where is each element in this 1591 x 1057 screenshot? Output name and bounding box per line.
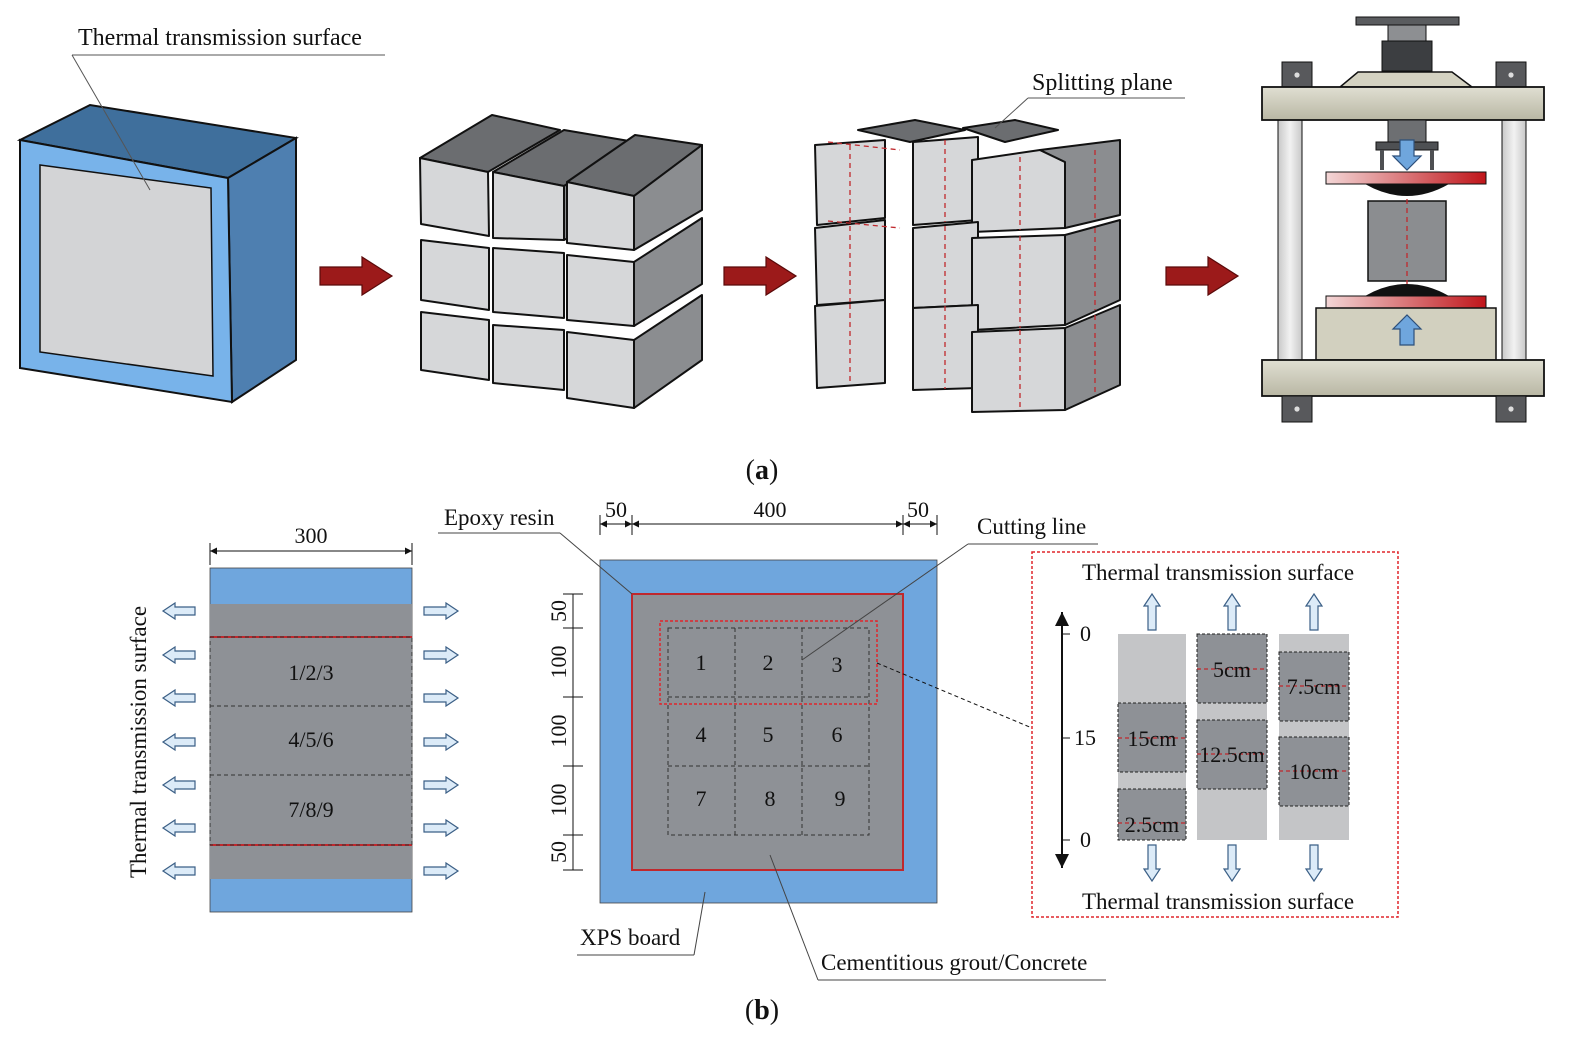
plan-view: 50 400 50 50 100 100 100 50 (438, 497, 1106, 981)
section-view: 300 1/2/3 4/5/6 7/8/9 Thermal transmissi… (126, 523, 460, 913)
process-arrow-3 (1165, 255, 1240, 297)
cell-1: 1 (696, 650, 707, 675)
plan-callouts (438, 532, 1106, 981)
caption-b: (b) (745, 995, 779, 1026)
specimen-grid (667, 627, 870, 836)
c2-label-1: 5cm (1213, 657, 1251, 682)
splitting-plane-callout: Splitting plane (994, 70, 1185, 129)
dim-top-1: 50 (605, 497, 627, 522)
cut-prisms-group (419, 114, 703, 409)
dim-top-2: 400 (754, 497, 787, 522)
concrete-core (631, 593, 904, 871)
caption-a: (a) (746, 455, 779, 486)
section-group-1: 1/2/3 (288, 660, 333, 685)
c1-label-1: 15cm (1128, 726, 1177, 751)
detail-top-label: Thermal transmission surface (1082, 560, 1354, 585)
c3-label-2: 10cm (1290, 759, 1339, 784)
grout-label: Cementitious grout/Concrete (821, 950, 1087, 975)
heat-flow-arrows-right (423, 601, 460, 881)
c3-label-1: 7.5cm (1287, 674, 1341, 699)
heat-flow-arrows-left (161, 601, 196, 881)
process-arrow-1 (319, 255, 394, 297)
dim-left-3: 100 (546, 715, 571, 748)
section-group-3: 7/8/9 (288, 797, 333, 822)
insulated-specimen (16, 103, 299, 404)
section-side-label: Thermal transmission surface (126, 606, 151, 878)
dim-left-4: 100 (546, 784, 571, 817)
axis-top: 0 (1080, 621, 1091, 646)
section-width-dim: 300 (295, 523, 328, 548)
detail-specimens (1117, 633, 1350, 841)
cell-8: 8 (765, 786, 776, 811)
cell-2: 2 (763, 650, 774, 675)
panel-b: 300 1/2/3 4/5/6 7/8/9 Thermal transmissi… (126, 497, 1399, 1026)
detail-split-lines (1118, 668, 1349, 824)
panel-a: Thermal transmission surface (16, 16, 1545, 486)
dim-top-3: 50 (907, 497, 929, 522)
epoxy-label: Epoxy resin (444, 505, 555, 530)
detail-heat-arrows (1142, 592, 1324, 883)
split-cubes-group (814, 119, 1121, 413)
cell-5: 5 (763, 722, 774, 747)
thermal-surface-label: Thermal transmission surface (78, 25, 362, 51)
dim-left-5: 50 (546, 841, 571, 863)
detail-view: Thermal transmission surface Thermal tra… (1031, 551, 1399, 918)
process-arrow-2 (723, 255, 798, 297)
cell-3: 3 (832, 652, 843, 677)
splitting-lines (827, 140, 1096, 411)
cell-9: 9 (835, 786, 846, 811)
cell-6: 6 (832, 722, 843, 747)
cell-4: 4 (696, 722, 707, 747)
dim-left-2: 100 (546, 646, 571, 679)
c2-label-2: 12.5cm (1199, 742, 1264, 767)
axis-bottom: 0 (1080, 827, 1091, 852)
section-group-2: 4/5/6 (288, 727, 333, 752)
testing-machine (1261, 16, 1545, 423)
axis-mid: 15 (1074, 725, 1096, 750)
xps-label: XPS board (580, 925, 681, 950)
c1-label-2: 2.5cm (1125, 812, 1179, 837)
thermal-surface-callout: Thermal transmission surface (71, 25, 385, 191)
cutting-line-label: Cutting line (977, 514, 1086, 539)
splitting-plane-label: Splitting plane (1032, 70, 1173, 96)
dim-left-1: 50 (546, 600, 571, 622)
cell-7: 7 (696, 786, 707, 811)
detail-bottom-label: Thermal transmission surface (1082, 889, 1354, 914)
detail-leader (876, 662, 1033, 729)
